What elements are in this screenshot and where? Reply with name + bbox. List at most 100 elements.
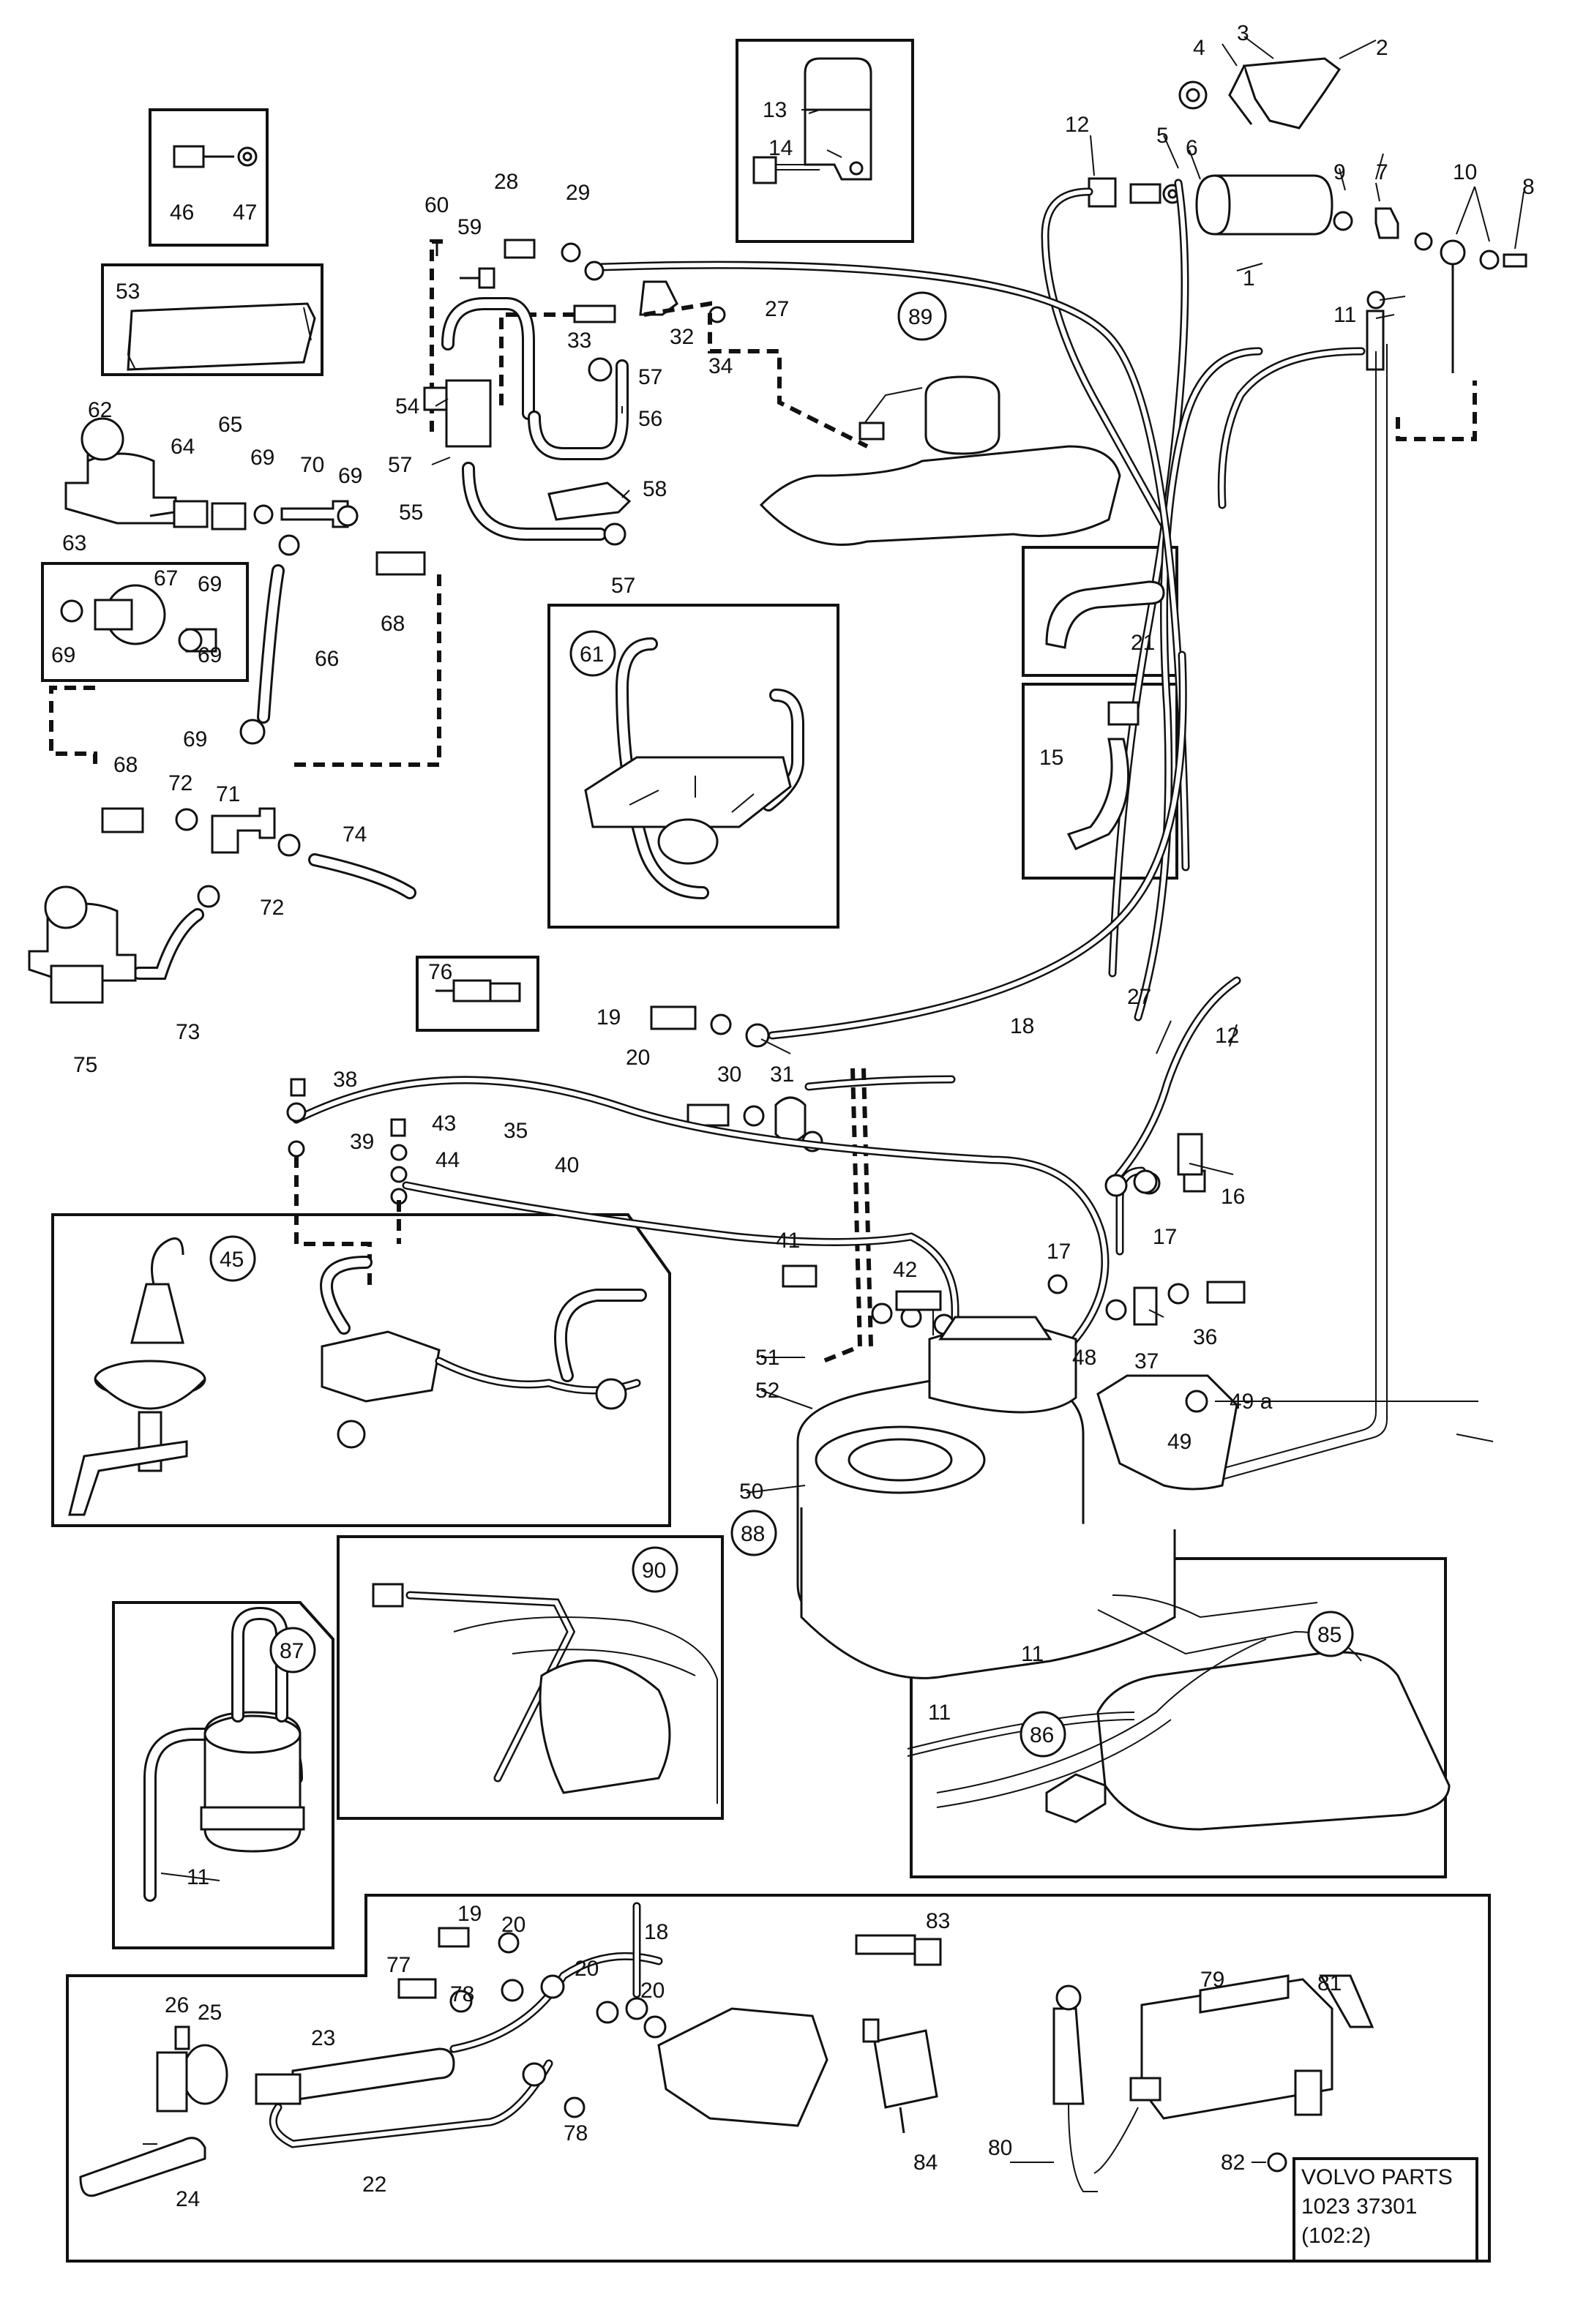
label-20d: 20 (640, 1979, 665, 2003)
label-6: 6 (1186, 136, 1198, 160)
label-5: 5 (1156, 124, 1169, 148)
label-68a: 68 (381, 612, 405, 636)
label-33: 33 (567, 329, 591, 353)
label-1: 1 (1243, 266, 1255, 290)
footer-ref-code: (102:2) (1301, 2224, 1371, 2248)
label-52: 52 (755, 1379, 779, 1403)
label-10: 10 (1453, 160, 1477, 184)
label-19a: 19 (596, 1005, 621, 1030)
circled-refs: 89 61 45 88 90 87 85 86 (209, 291, 1354, 1758)
inset-85 (910, 1557, 1447, 1878)
label-20b: 20 (501, 1913, 525, 1937)
label-71: 71 (216, 782, 240, 806)
label-69a: 69 (250, 446, 274, 470)
label-78a: 78 (450, 1982, 474, 2006)
label-56: 56 (638, 407, 662, 431)
label-23: 23 (311, 2026, 335, 2050)
inset-13-14 (736, 39, 914, 243)
label-29: 29 (566, 181, 590, 205)
inset-61 (547, 604, 839, 929)
label-11b: 11 (1021, 1642, 1044, 1666)
label-7: 7 (1376, 160, 1388, 184)
label-49a: 49 a (1230, 1390, 1273, 1414)
footer-box (1292, 2157, 1478, 2263)
label-21: 21 (1131, 631, 1155, 655)
label-69d: 69 (51, 643, 75, 667)
label-27a: 27 (765, 297, 789, 321)
label-68b: 68 (113, 753, 138, 777)
label-39: 39 (350, 1130, 374, 1154)
label-13: 13 (763, 98, 787, 122)
label-12a: 12 (1065, 113, 1089, 137)
label-46: 46 (170, 200, 194, 225)
label-60: 60 (424, 193, 449, 217)
label-72b: 72 (260, 896, 284, 920)
label-35: 35 (504, 1119, 528, 1143)
label-11a: 11 (1333, 303, 1356, 327)
label-37: 37 (1134, 1349, 1159, 1373)
label-11d: 11 (187, 1865, 209, 1889)
label-78b: 78 (564, 2121, 588, 2145)
part-labels: 1 2 3 4 5 6 7 8 9 10 11 12 13 14 15 16 1… (51, 21, 1535, 2211)
label-34: 34 (708, 354, 733, 378)
label-22: 22 (362, 2173, 386, 2197)
label-30: 30 (717, 1062, 741, 1087)
label-50: 50 (739, 1480, 763, 1504)
label-63: 63 (62, 531, 86, 555)
label-62: 62 (88, 398, 112, 422)
label-36: 36 (1193, 1325, 1217, 1349)
label-17a: 17 (1153, 1225, 1177, 1249)
circled-85: 85 (1317, 1623, 1342, 1647)
label-80: 80 (988, 2136, 1012, 2160)
label-31: 31 (770, 1062, 794, 1087)
footer-ref-number: 1023 37301 (1301, 2194, 1418, 2219)
label-19b: 19 (457, 1902, 482, 1926)
label-2: 2 (1376, 36, 1388, 60)
inset-67 (41, 562, 249, 682)
label-38: 38 (333, 1068, 357, 1092)
label-55: 55 (399, 501, 423, 525)
label-44: 44 (435, 1148, 460, 1172)
label-49: 49 (1167, 1430, 1191, 1454)
inset-90 (337, 1535, 724, 1820)
label-24: 24 (176, 2187, 200, 2211)
label-25: 25 (198, 2001, 222, 2025)
inset-76 (416, 956, 539, 1032)
label-12b: 12 (1215, 1024, 1239, 1048)
label-69f: 69 (183, 727, 207, 751)
label-69c: 69 (198, 572, 222, 596)
footer-brand: VOLVO PARTS (1301, 2165, 1453, 2189)
label-16: 16 (1221, 1185, 1245, 1209)
label-67: 67 (154, 566, 178, 591)
label-32: 32 (670, 325, 694, 349)
label-59: 59 (457, 215, 482, 239)
inset-45 (51, 1213, 671, 1527)
label-72a: 72 (168, 771, 192, 795)
label-18a: 18 (1010, 1014, 1034, 1038)
label-83: 83 (926, 1909, 950, 1933)
label-11c: 11 (928, 1701, 951, 1725)
label-57b: 57 (388, 453, 412, 477)
label-81: 81 (1317, 1971, 1342, 1995)
label-53: 53 (116, 280, 140, 304)
circled-90: 90 (642, 1559, 666, 1583)
circled-88: 88 (741, 1522, 765, 1546)
label-41: 41 (776, 1229, 800, 1253)
circled-45: 45 (220, 1248, 244, 1272)
label-17b: 17 (1047, 1240, 1071, 1264)
label-69e: 69 (198, 643, 222, 667)
label-84: 84 (913, 2151, 938, 2175)
label-57c: 57 (611, 574, 635, 598)
label-27b: 27 (1127, 985, 1151, 1009)
label-82: 82 (1221, 2151, 1245, 2175)
label-3: 3 (1237, 21, 1249, 45)
label-69b: 69 (338, 464, 362, 488)
label-20a: 20 (626, 1046, 650, 1070)
label-74: 74 (343, 822, 367, 847)
label-70: 70 (300, 453, 324, 477)
inset-15 (1022, 683, 1178, 880)
label-42: 42 (893, 1258, 917, 1282)
label-26: 26 (165, 1993, 189, 2017)
label-65: 65 (218, 413, 242, 437)
label-47: 47 (233, 200, 257, 225)
